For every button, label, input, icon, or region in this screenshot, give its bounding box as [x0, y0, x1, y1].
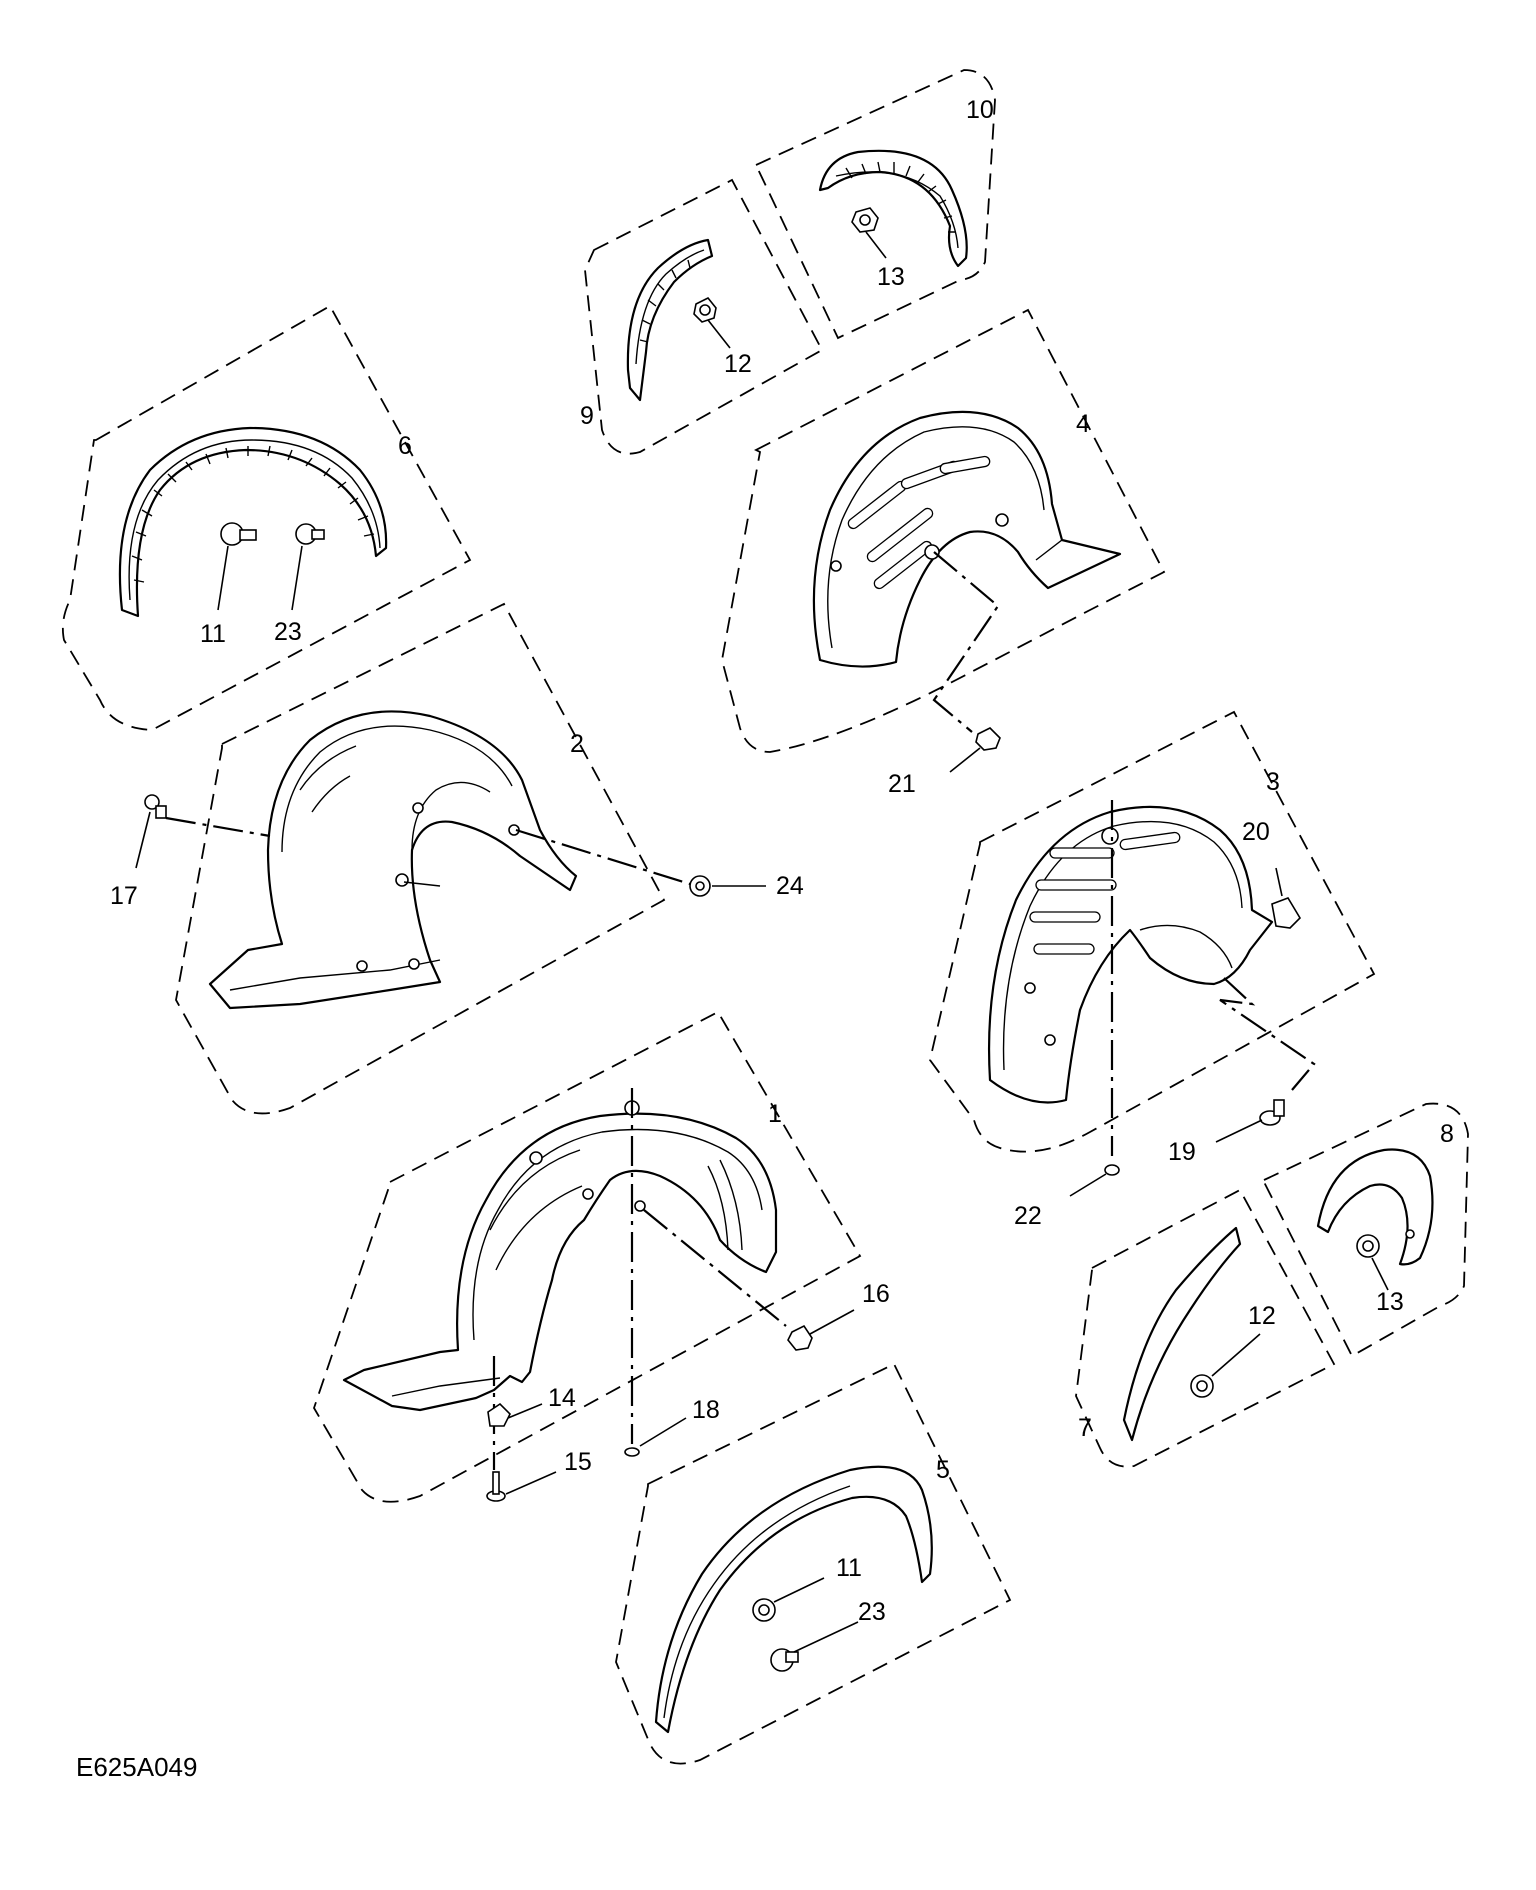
group-6-outline [61, 304, 472, 731]
centerline-17 [165, 816, 271, 838]
group-3-outline [929, 710, 1376, 1153]
label-14: 14 [548, 1384, 576, 1412]
label-18: 18 [692, 1396, 720, 1424]
part-14-clip [487, 1402, 543, 1427]
part-5-arch-moulding [654, 1465, 933, 1734]
label-16: 16 [862, 1280, 890, 1308]
label-11-lower: 11 [836, 1554, 862, 1582]
label-10: 10 [966, 96, 994, 124]
label-12-lower: 12 [1248, 1302, 1276, 1330]
label-6: 6 [398, 432, 412, 460]
group-10-outline [754, 69, 996, 340]
label-13-upper: 13 [877, 263, 905, 291]
label-23-lower: 23 [858, 1598, 886, 1626]
part-15-screw [486, 1471, 557, 1502]
label-4: 4 [1076, 410, 1090, 438]
group-4-outline [721, 308, 1166, 753]
part-16-clip-nut [787, 1309, 855, 1351]
centerline-24 [515, 828, 691, 886]
figure-code: E625A049 [76, 1752, 197, 1782]
label-15: 15 [564, 1448, 592, 1476]
part-7-front-lower-trim [1122, 1226, 1242, 1442]
group-7-outline [1075, 1188, 1336, 1468]
label-21: 21 [888, 770, 916, 798]
part-12-nut-upper [693, 296, 731, 349]
group-1-outline [313, 1010, 862, 1503]
label-24: 24 [776, 872, 804, 900]
label-2: 2 [570, 730, 584, 758]
part-4-rear-wheel-liner [812, 410, 1122, 668]
part-19-push-pin [1215, 1099, 1285, 1143]
label-12-upper: 12 [724, 350, 752, 378]
label-13-lower: 13 [1376, 1288, 1404, 1316]
part-22-screw [1069, 1164, 1120, 1197]
part-17-push-pin [135, 794, 167, 869]
part-21-screw [949, 727, 1001, 773]
centerline-21 [932, 551, 1000, 733]
part-2-front-wheel-liner [208, 710, 578, 1010]
label-20: 20 [1242, 818, 1270, 846]
stud-line-2 [403, 881, 441, 887]
label-8: 8 [1440, 1120, 1454, 1148]
part-6-arch-moulding [118, 426, 388, 618]
part-24-nut [689, 875, 766, 897]
label-1: 1 [768, 1100, 782, 1128]
part-13-nut-upper [851, 207, 887, 259]
part-20-clip [1271, 867, 1302, 929]
group-8-outline [1263, 1102, 1469, 1358]
label-9: 9 [580, 402, 594, 430]
group-2-outline [175, 602, 666, 1115]
part-9-front-arch-trim [626, 238, 714, 402]
part-13-nut-lower [1356, 1234, 1389, 1291]
part-11-push-pin-upper [217, 522, 257, 611]
label-3: 3 [1266, 768, 1280, 796]
part-1-front-wheel-liner [342, 1100, 778, 1412]
label-19: 19 [1168, 1138, 1196, 1166]
part-12-nut-lower [1190, 1333, 1261, 1398]
label-23-upper: 23 [274, 618, 302, 646]
part-23-clip-lower [770, 1621, 859, 1672]
label-17: 17 [110, 882, 138, 910]
group-9-outline [584, 178, 824, 455]
label-5: 5 [936, 1456, 950, 1484]
part-8-rear-lower-trim [1316, 1148, 1434, 1266]
part-11-push-pin-lower [752, 1577, 825, 1622]
label-7: 7 [1078, 1414, 1092, 1442]
part-23-clip-upper [291, 523, 325, 611]
label-11-upper: 11 [200, 620, 226, 648]
label-22: 22 [1014, 1202, 1042, 1230]
part-18-screw [624, 1417, 687, 1457]
centerline-16 [643, 1209, 787, 1327]
centerline-19 [1219, 977, 1316, 1091]
part-10-wheel-arch-trim [818, 149, 968, 268]
part-3-rear-wheel-liner [987, 805, 1274, 1104]
